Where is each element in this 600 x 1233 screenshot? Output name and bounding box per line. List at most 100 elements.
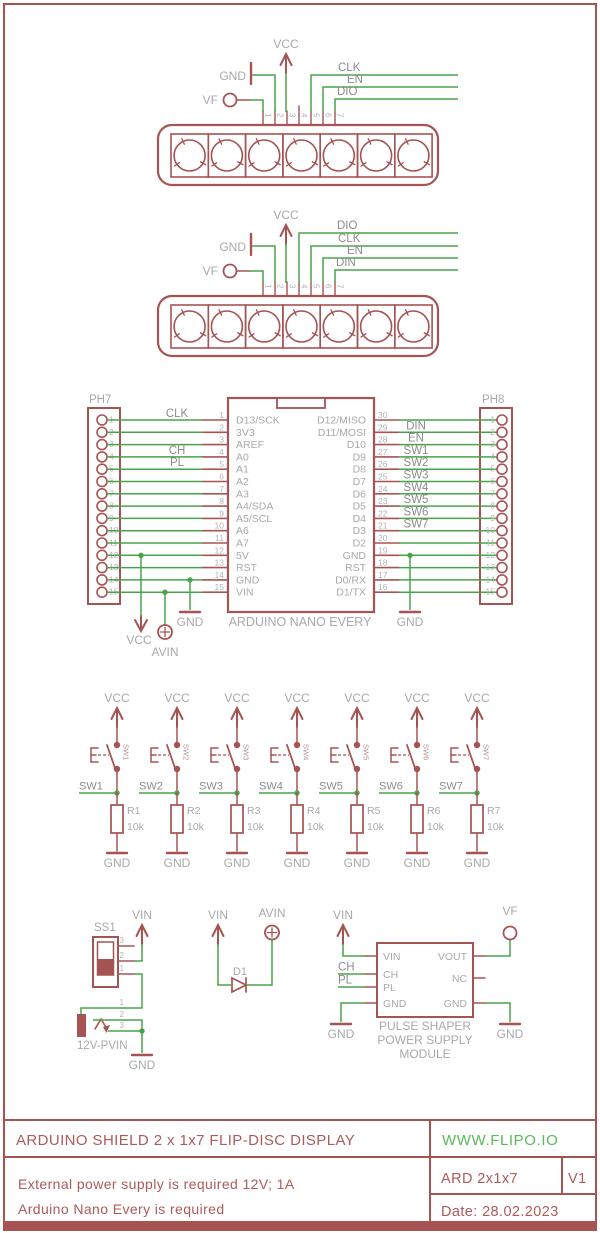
resistor-refdes: R1 (127, 805, 141, 817)
ss1-pin-number: 1 (120, 964, 125, 973)
arduino-pin-number: 3 (219, 435, 224, 445)
arduino-pin-name: GND (236, 574, 260, 586)
display-pin-number: 6 (324, 113, 333, 118)
gnd-label: GND (219, 69, 246, 83)
disc-notch (173, 162, 181, 167)
arduino-pin-name: D1/TX (336, 587, 366, 599)
display-pin-number: 1 (264, 284, 273, 289)
disc-notch (248, 162, 255, 167)
avin-plus-icon (264, 924, 280, 941)
ph7-pin-circle (96, 500, 108, 512)
module-caption: PULSE SHAPER (379, 1019, 471, 1033)
avin-plus-icon (157, 624, 173, 640)
display-pin-number: 5 (312, 113, 321, 118)
arduino-pin-number: 11 (215, 533, 224, 543)
resistor-value: 10k (367, 821, 385, 833)
display-pin-number: 1 (264, 113, 273, 118)
net-label: SW2 (404, 457, 429, 469)
arduino-pin-number: 19 (378, 545, 388, 555)
display-pin-number: 4 (300, 284, 309, 289)
arduino-pin-name: 5V (236, 550, 249, 562)
disc-notch (211, 333, 218, 338)
switch-contact (173, 741, 181, 749)
disc-notch (397, 333, 404, 338)
arduino-pin-number: 25 (378, 472, 388, 482)
net-label: PL (170, 457, 185, 469)
switch-refdes: SW2 (182, 744, 191, 760)
switch-contact (293, 741, 301, 749)
flip-disc-icon (397, 310, 430, 343)
disc-notch (237, 332, 244, 337)
flip-disc-icon (210, 310, 244, 343)
resistor-body (170, 804, 184, 834)
net-label: SW1 (79, 781, 103, 793)
ph8-pin-circle (496, 574, 508, 586)
switch-contact (353, 741, 361, 749)
ph8-pin-number: 11 (486, 538, 495, 548)
ph8-pin-number: 8 (490, 501, 495, 511)
frame-bottom-bar (3, 1222, 597, 1231)
jack-tip-contact (77, 1014, 86, 1037)
disc-notch (218, 309, 223, 316)
ph8-pin-circle (496, 586, 508, 599)
net-label: DIO (337, 86, 358, 98)
jack-pin-number: 2 (120, 1010, 125, 1019)
net-label: DIN (406, 420, 426, 432)
disc-notch (293, 309, 297, 316)
wire (340, 1002, 365, 1022)
arduino-pin-name: D4 (353, 513, 367, 525)
display-pin-number: 2 (276, 113, 285, 118)
wire (298, 232, 458, 282)
disc-notch (322, 162, 330, 167)
disc-notch (423, 332, 431, 337)
vcc-arrow-icon (135, 922, 149, 937)
arduino-pin-name: A7 (236, 538, 249, 550)
flip-disc-icon (285, 139, 318, 172)
ph8-pin-number: 3 (490, 439, 495, 449)
arduino-pin-number: 22 (378, 508, 388, 518)
net-label: CLK (166, 408, 189, 420)
arduino-pin-number: 27 (378, 447, 388, 457)
arduino-pin-name: D12/MISO (317, 415, 366, 427)
arduino-pin-name: D2 (353, 538, 367, 550)
vf-pad-icon (502, 925, 518, 941)
arduino-pin-number: 24 (378, 484, 388, 494)
gnd-label: GND (497, 1027, 524, 1041)
switch-refdes: SW1 (122, 744, 131, 760)
arduino-pin-name: D11/MOSI (318, 427, 366, 439)
disc-notch (311, 161, 319, 166)
power-label: VIN (208, 908, 228, 922)
flip-disc-icon (285, 310, 318, 343)
ph7-pin-circle (96, 487, 108, 500)
arduino-pin-name: RST (345, 562, 367, 574)
ph8-pin-circle (496, 549, 508, 562)
ph8-pin-number: 6 (490, 476, 495, 486)
arduino-pin-name: D8 (353, 464, 367, 476)
gnd-label: GND (397, 615, 424, 629)
module-pin-name: VIN (383, 951, 401, 963)
ph8-pin-circle (496, 561, 508, 574)
net-label: CLK (338, 62, 361, 74)
arduino-pin-number: 16 (378, 582, 388, 592)
disc-notch (248, 333, 255, 338)
wire (250, 99, 264, 112)
gnd-label: GND (177, 615, 204, 629)
power-label: VCC (344, 691, 370, 705)
switch-lever-icon (286, 744, 297, 772)
ph8-pin-circle (496, 475, 508, 488)
resistor-refdes: R2 (187, 805, 201, 817)
flip-disc-icon (173, 310, 206, 343)
vcc-arrow-icon (279, 51, 293, 66)
arduino-pin-number: 29 (378, 422, 388, 432)
power-label: VCC (273, 37, 299, 51)
vcc-arrow-icon (230, 705, 244, 720)
power-label: VIN (132, 908, 152, 922)
switch-lever-icon (466, 744, 477, 772)
ss1-pin-number: 3 (120, 936, 125, 945)
wire (322, 86, 458, 111)
